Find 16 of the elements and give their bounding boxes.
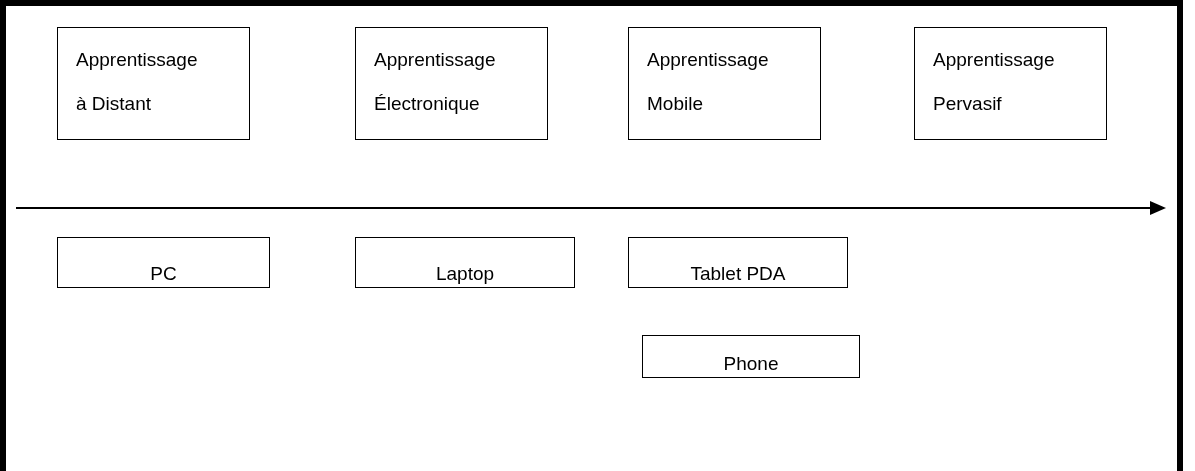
label-box [57,27,250,140]
box-label: PC [150,262,177,286]
label-box [628,237,848,288]
box-label: Phone [723,352,779,376]
box-label: Laptop [435,262,495,286]
label-box [355,237,575,288]
label-box [914,27,1107,140]
label-box [57,237,270,288]
label-box [628,27,821,140]
box-label: Apprentissage Mobile [647,48,770,116]
box-label: Apprentissage à Distant [76,48,199,116]
box-label: Tablet PDA [690,262,786,286]
label-box [355,27,548,140]
box-label: Apprentissage Pervasif [933,48,1056,116]
box-label: Apprentissage Électronique [374,48,497,116]
label-box [642,335,860,378]
